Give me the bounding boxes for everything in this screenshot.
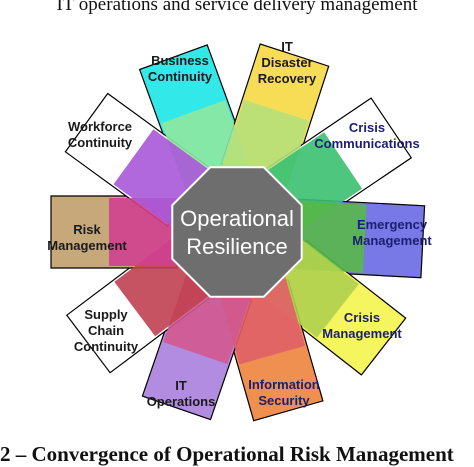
top-caption: IT operations and service delivery manag… [56,0,418,15]
label-emergency-management-line1: Emergency [357,217,428,232]
label-supply-chain-continuity-line2: Chain [88,323,124,338]
label-risk-management-line2: Management [47,238,127,253]
label-workforce-continuity-line1: Workforce [68,119,132,134]
label-it-operations-line2: Operations [147,394,216,409]
figure-caption: 2 – Convergence of Operational Risk Mana… [0,442,454,466]
operational-resilience-diagram: OperationalResilienceBusinessContinuityI… [47,39,432,422]
label-supply-chain-continuity-line1: Supply [84,307,128,322]
label-crisis-management-line1: Crisis [344,310,380,325]
label-risk-management-line1: Risk [73,222,101,237]
label-crisis-communications-line2: Communications [314,136,419,151]
label-business-continuity-line1: Business [151,53,209,68]
label-business-continuity-line2: Continuity [148,69,213,84]
label-it-operations-line1: IT [175,378,187,393]
label-it-disaster-recovery-line2: Disaster [261,55,312,70]
label-crisis-communications-line1: Crisis [349,120,385,135]
center-title-line2: Resilience [186,234,288,259]
label-it-disaster-recovery-line3: Recovery [258,71,317,86]
label-it-disaster-recovery-line1: IT [281,39,293,54]
label-information-security-line1: Information [248,377,320,392]
center-octagon [171,166,303,298]
label-emergency-management-line2: Management [352,233,432,248]
label-information-security-line2: Security [258,393,310,408]
label-crisis-management-line2: Management [322,326,402,341]
label-supply-chain-continuity-line3: Continuity [74,339,139,354]
label-workforce-continuity-line2: Continuity [68,135,133,150]
center-title-line1: Operational [180,206,294,231]
